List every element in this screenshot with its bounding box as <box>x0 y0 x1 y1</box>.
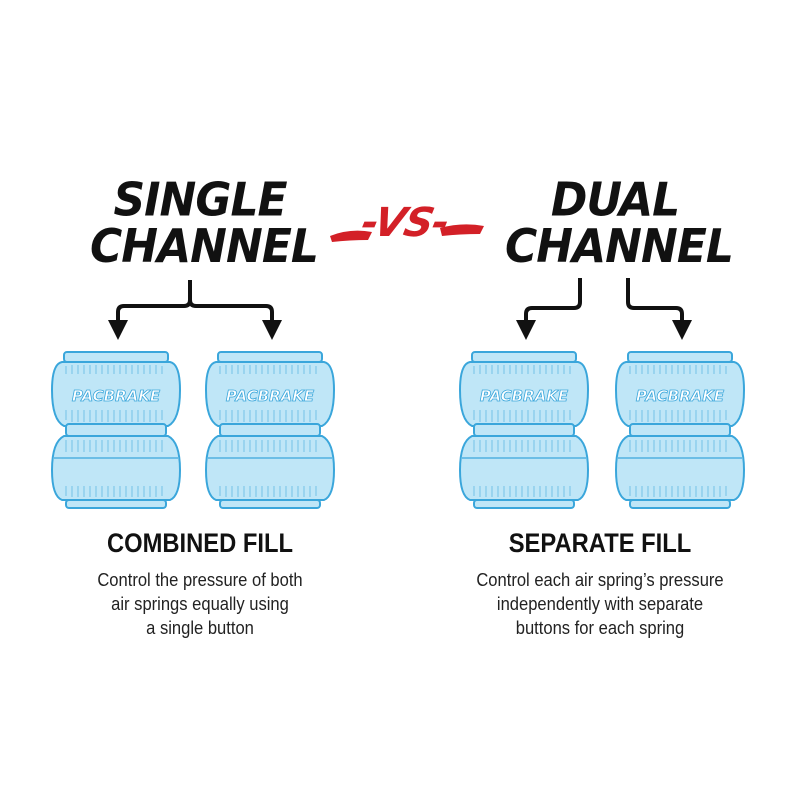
air-spring-brand-label: PACBRAKE <box>480 387 569 405</box>
single-channel-title-line1: SINGLE <box>113 173 287 228</box>
air-spring-left-2: PACBRAKE <box>205 351 335 509</box>
single-channel-title-line2: CHANNEL <box>90 219 319 274</box>
single-channel-title: SINGLE CHANNEL <box>90 173 319 274</box>
dual-channel-arrows <box>516 278 692 340</box>
single-channel-arrows <box>108 280 282 340</box>
separate-fill-desc-line: independently with separate <box>496 594 704 614</box>
combined-fill-desc-line: air springs equally using <box>111 594 289 614</box>
air-spring-brand-label: PACBRAKE <box>226 387 315 405</box>
separate-fill-desc-line: Control each air spring’s pressure <box>476 570 724 590</box>
separate-fill-description: Control each air spring’s pressure indep… <box>434 568 765 640</box>
vs-brush-streak <box>330 224 484 242</box>
combined-fill-description: Control the pressure of both air springs… <box>53 568 347 640</box>
air-spring-left-1: PACBRAKE <box>51 351 181 509</box>
dual-channel-title: DUAL CHANNEL <box>505 173 734 274</box>
air-spring-brand-label: PACBRAKE <box>72 387 161 405</box>
vs-label: -VS- <box>357 200 453 246</box>
air-spring-right-1: PACBRAKE <box>459 351 589 509</box>
combined-fill-desc-line: a single button <box>146 618 254 638</box>
separate-fill-desc-line: buttons for each spring <box>515 618 685 638</box>
separate-fill-heading: SEPARATE FILL <box>508 528 692 558</box>
combined-fill-heading: COMBINED FILL <box>106 528 294 558</box>
air-spring-brand-label: PACBRAKE <box>636 387 725 405</box>
combined-fill-desc-line: Control the pressure of both <box>97 570 303 590</box>
dual-channel-title-line2: CHANNEL <box>505 219 734 274</box>
air-spring-right-2: PACBRAKE <box>615 351 745 509</box>
dual-channel-title-line1: DUAL <box>550 173 680 228</box>
